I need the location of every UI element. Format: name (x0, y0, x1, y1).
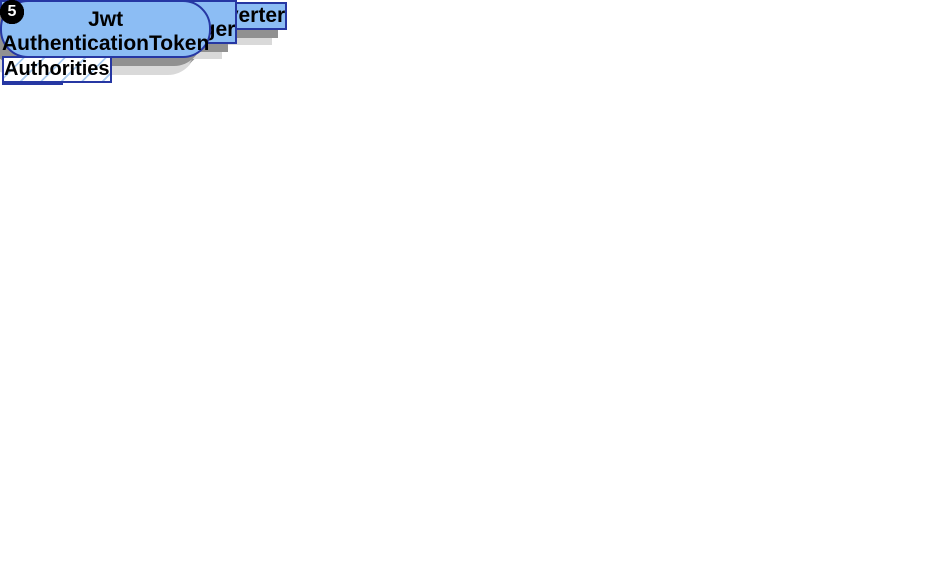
jwt-authentication-token-node: Jwt AuthenticationToken Jwt Authorities (0, 0, 212, 83)
authorities-chip: Authorities (2, 56, 112, 83)
node-title-line: AuthenticationToken (2, 32, 210, 55)
node-title-line: Jwt (88, 8, 124, 31)
step-badge-5: 5 (0, 0, 24, 24)
authorities-chip-label: Authorities (4, 58, 110, 80)
